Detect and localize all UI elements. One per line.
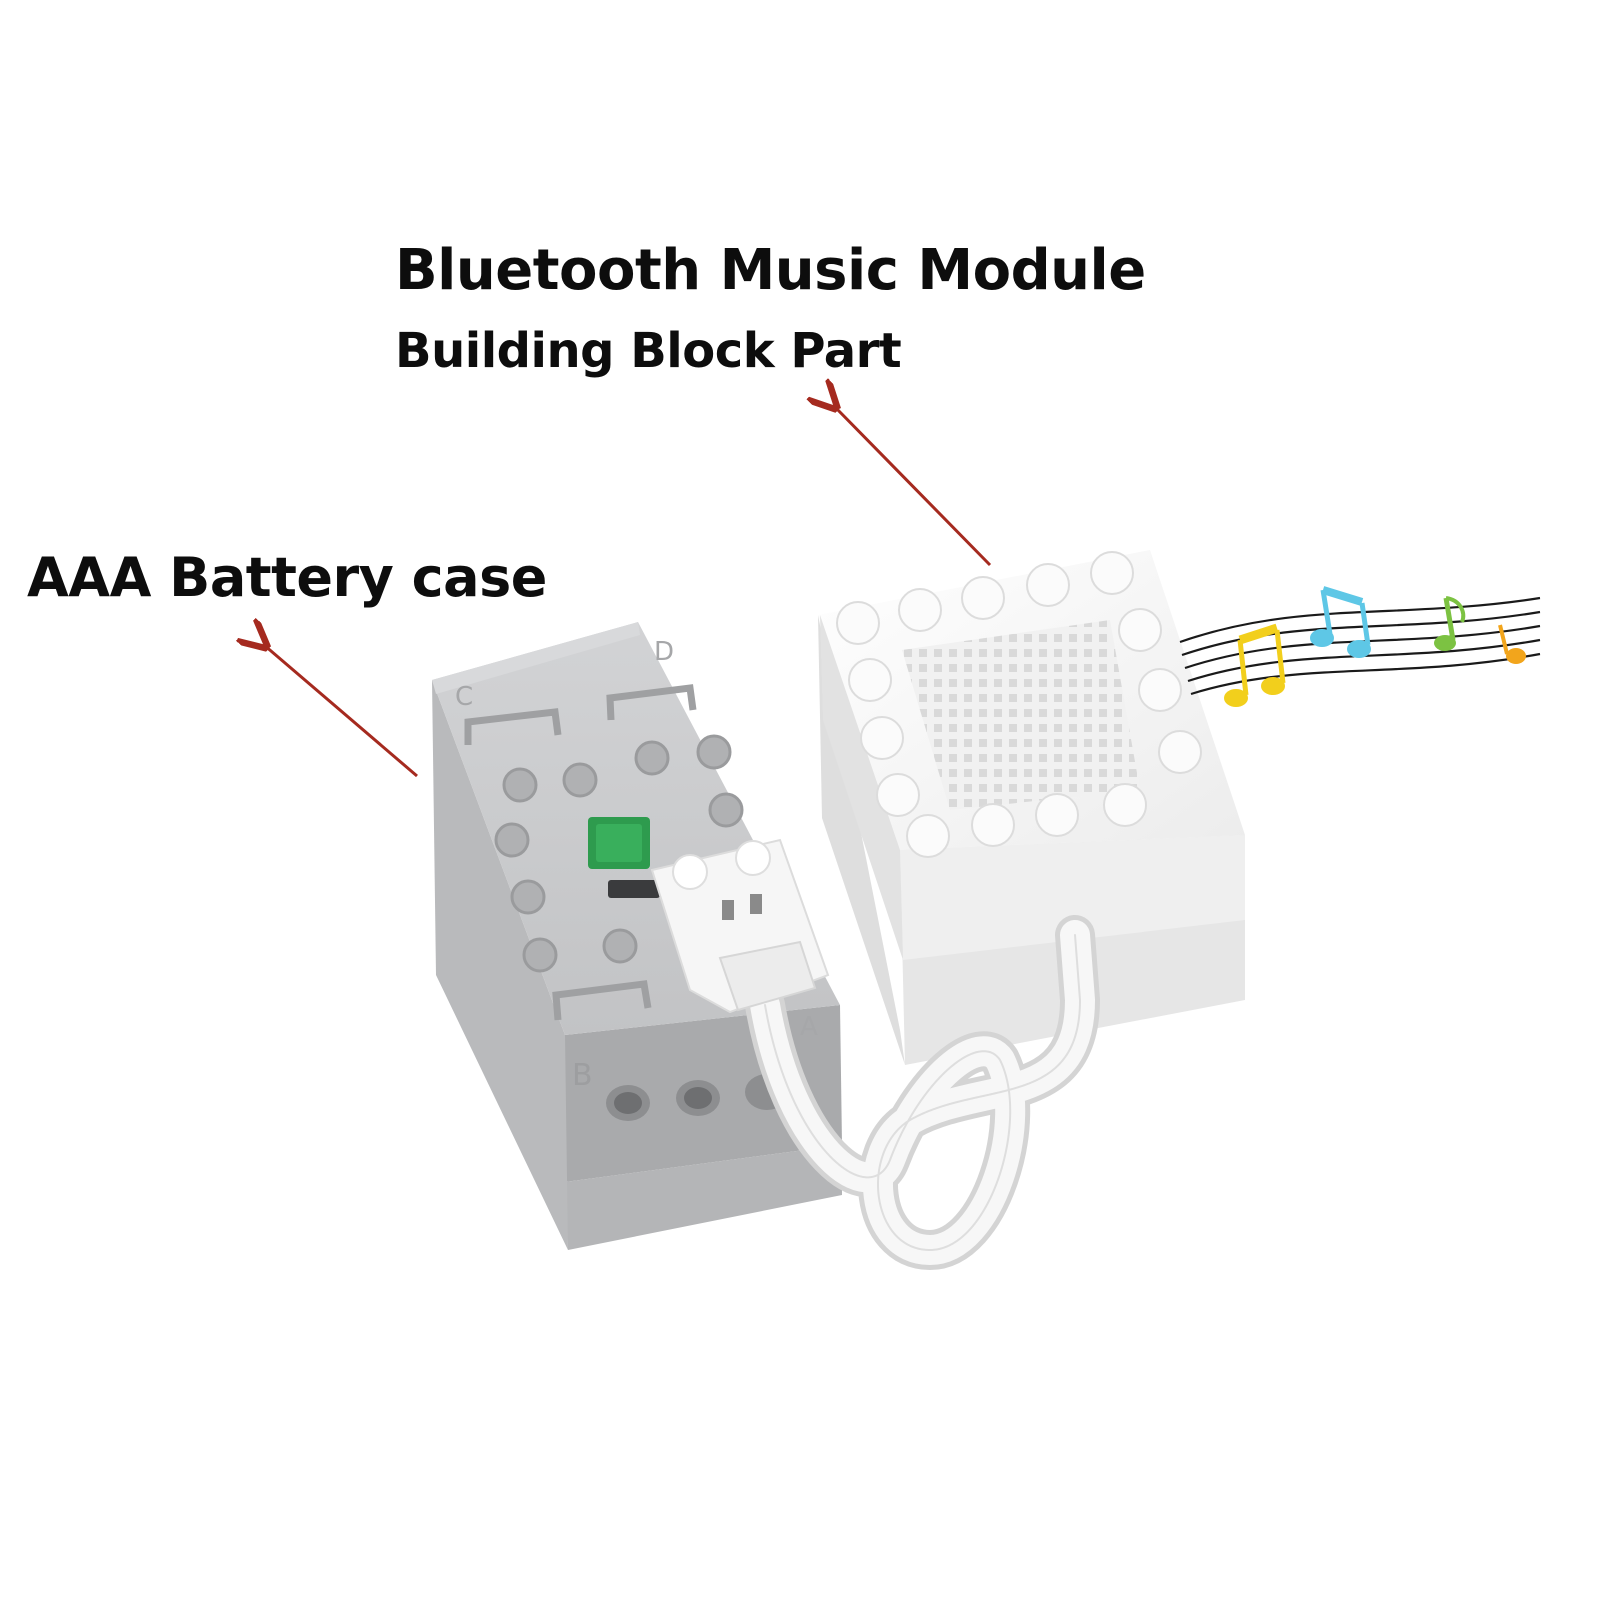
port-letter-c: C <box>455 682 473 712</box>
music-note-green-icon <box>1434 596 1466 651</box>
module-pointer-arrow <box>834 406 992 567</box>
connector-cable <box>745 915 1101 1271</box>
cable-plug <box>650 838 830 1014</box>
battery-case-label: AAA Battery case <box>27 546 547 609</box>
port-letter-d: D <box>654 637 674 667</box>
music-module <box>818 550 1245 1065</box>
speaker-grill <box>902 620 1140 810</box>
battery-pointer-arrow <box>264 645 418 778</box>
port-letter-a: A <box>800 1012 818 1042</box>
port-letter-b: B <box>572 1058 593 1093</box>
usb-port <box>608 880 660 898</box>
music-note-yellow-icon <box>1224 623 1286 707</box>
module-title: Bluetooth Music Module <box>395 238 1146 303</box>
music-note-orange-icon <box>1498 624 1526 664</box>
module-subtitle: Building Block Part <box>395 323 902 379</box>
music-note-cyan-icon <box>1310 586 1371 658</box>
